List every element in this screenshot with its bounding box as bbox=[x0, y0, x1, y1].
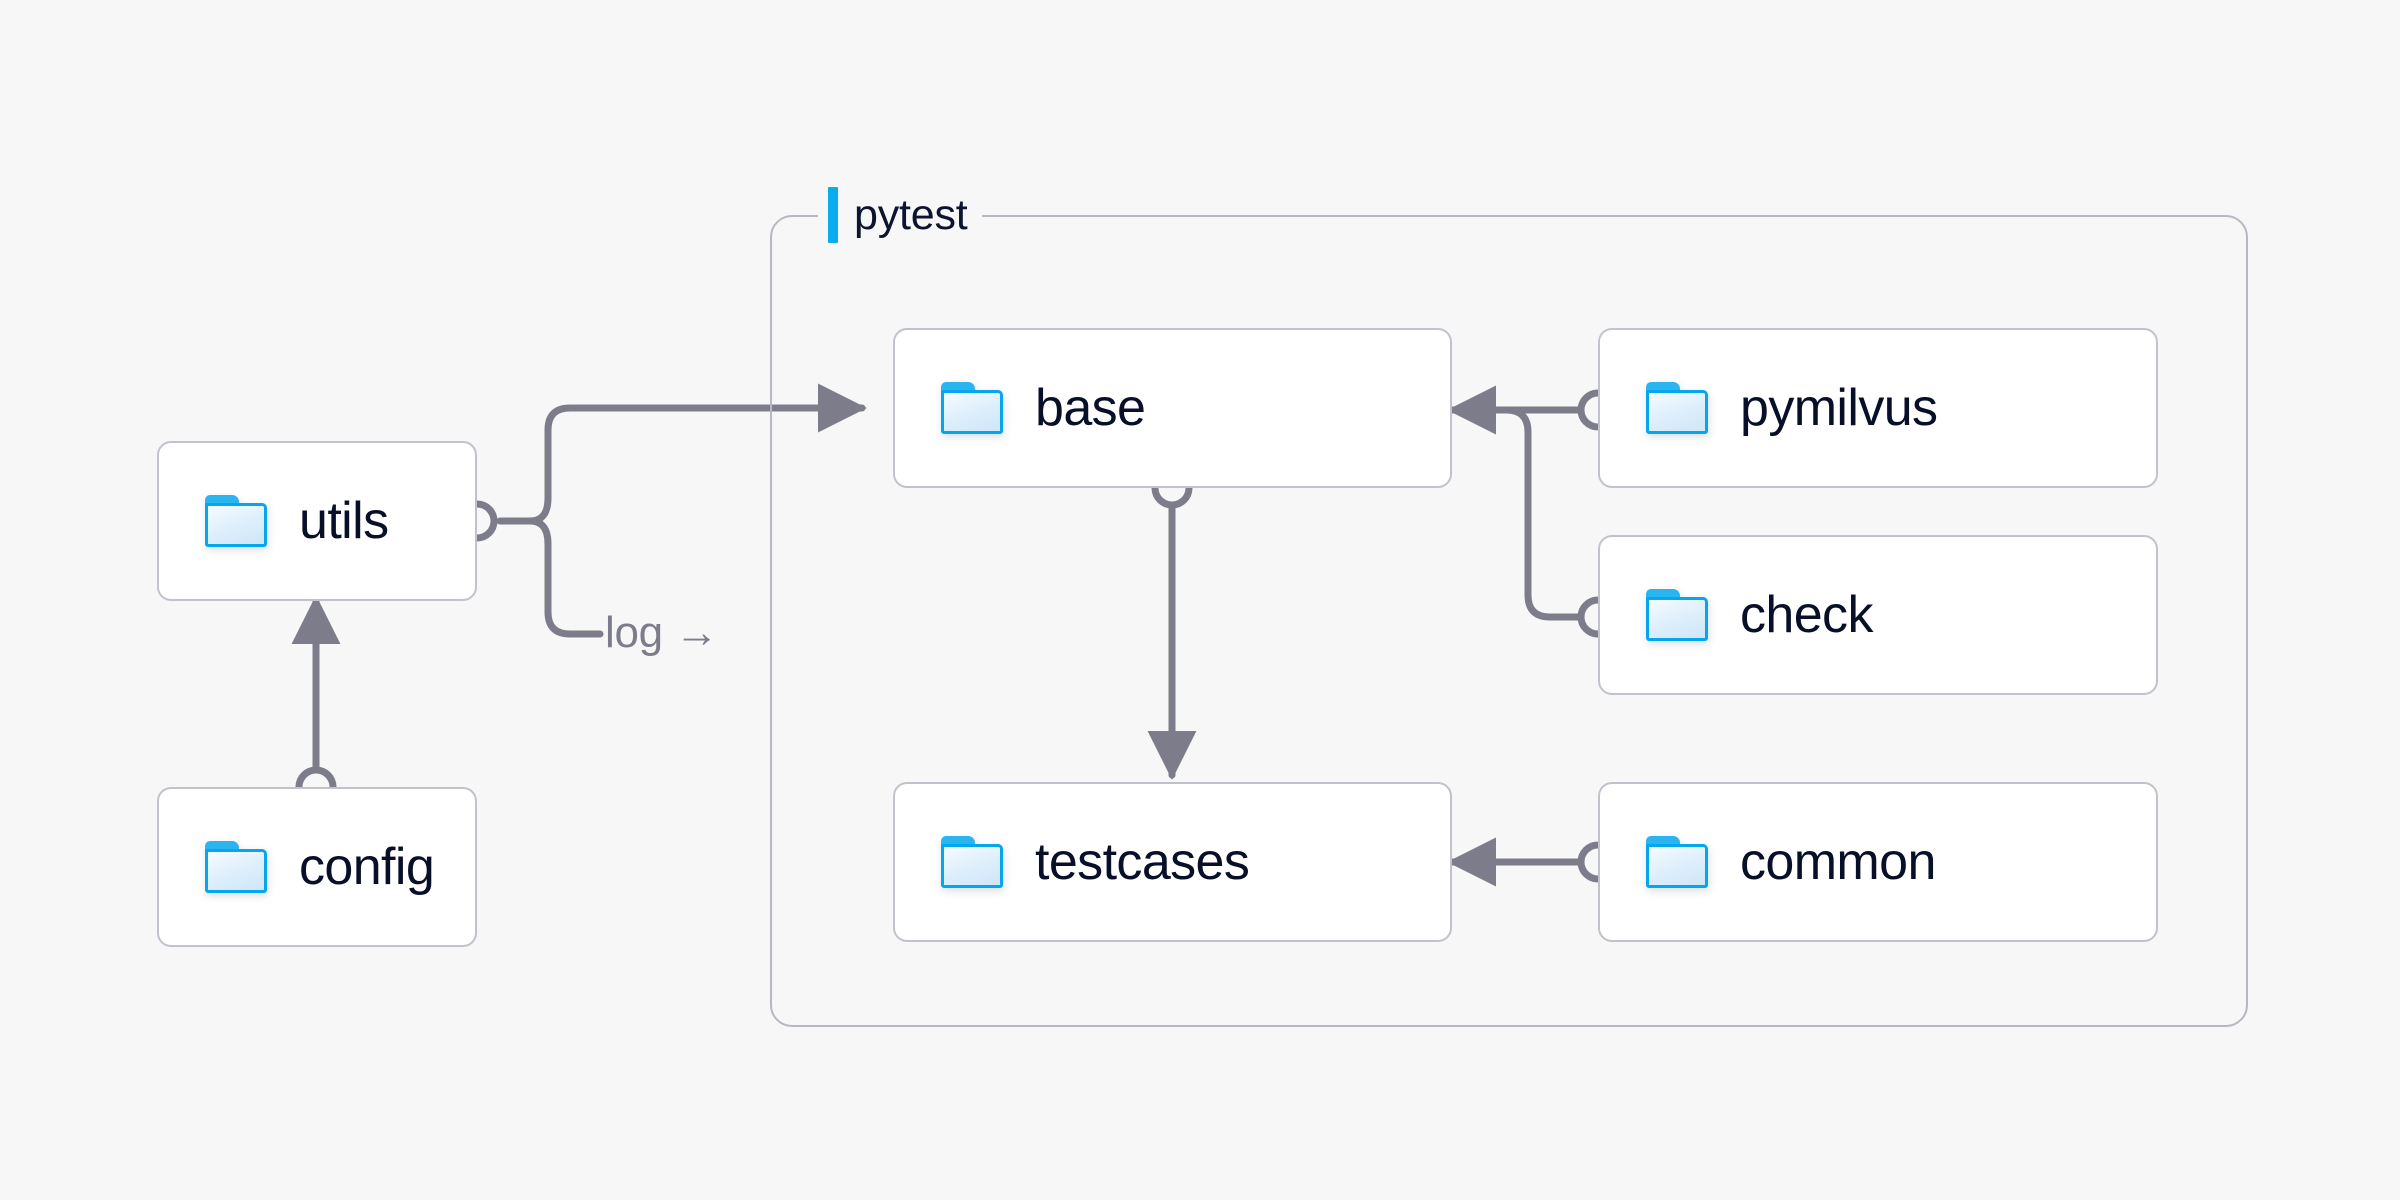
node-testcases-label: testcases bbox=[1035, 833, 1250, 891]
edge-utils-log bbox=[526, 517, 604, 638]
node-common[interactable]: common bbox=[1598, 782, 2158, 942]
node-config-label: config bbox=[299, 838, 435, 896]
node-pymilvus[interactable]: pymilvus bbox=[1598, 328, 2158, 488]
edge-label-log: log → bbox=[605, 608, 719, 657]
group-pytest-title: pytest bbox=[854, 190, 968, 239]
node-utils-label: utils bbox=[299, 492, 389, 550]
node-pymilvus-label: pymilvus bbox=[1740, 379, 1938, 437]
group-pytest-label: pytest bbox=[818, 186, 982, 244]
node-testcases[interactable]: testcases bbox=[893, 782, 1452, 942]
node-utils[interactable]: utils bbox=[157, 441, 477, 601]
node-base-label: base bbox=[1035, 379, 1146, 437]
node-check[interactable]: check bbox=[1598, 535, 2158, 695]
node-common-label: common bbox=[1740, 833, 1936, 891]
folder-icon bbox=[205, 495, 267, 547]
folder-icon bbox=[1646, 589, 1708, 641]
node-config[interactable]: config bbox=[157, 787, 477, 947]
node-base[interactable]: base bbox=[893, 328, 1452, 488]
group-pytest bbox=[770, 215, 2248, 1027]
accent-bar-icon bbox=[828, 187, 838, 243]
folder-icon bbox=[205, 841, 267, 893]
folder-icon bbox=[941, 836, 1003, 888]
folder-icon bbox=[941, 382, 1003, 434]
folder-icon bbox=[1646, 836, 1708, 888]
folder-icon bbox=[1646, 382, 1708, 434]
node-check-label: check bbox=[1740, 586, 1873, 644]
